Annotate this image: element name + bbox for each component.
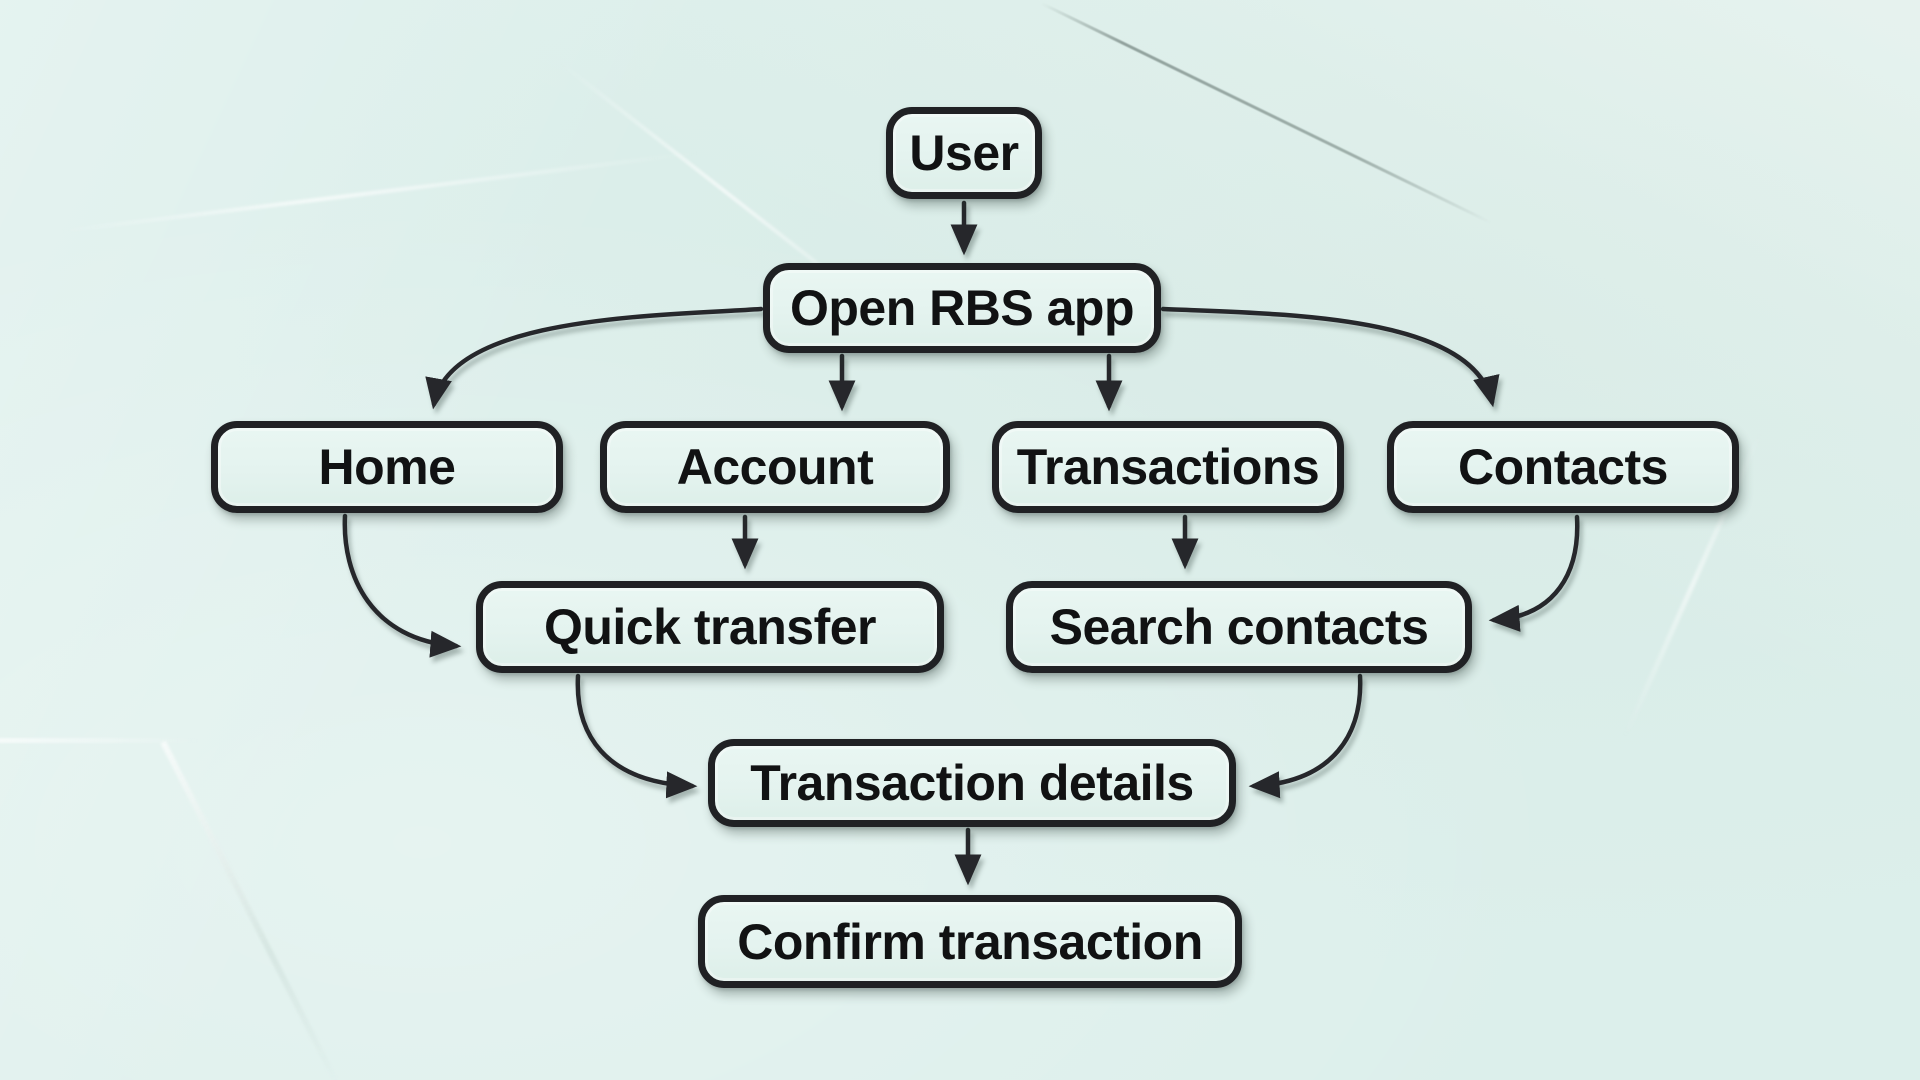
- node-label: Confirm transaction: [737, 913, 1203, 970]
- node-account: Account: [600, 421, 950, 513]
- node-user: User: [886, 107, 1042, 199]
- edge-contacts-to-search-contacts: [1488, 514, 1580, 632]
- node-contacts: Contacts: [1387, 421, 1739, 513]
- node-label: Transactions: [1016, 439, 1320, 495]
- node-home: Home: [211, 421, 563, 513]
- node-label: Open RBS app: [789, 280, 1135, 336]
- node-quick-transfer: Quick transfer: [476, 581, 944, 673]
- edge-open-rbs-app-to-contacts: [1160, 306, 1500, 408]
- node-label: Contacts: [1458, 439, 1668, 495]
- node-label: Search contacts: [1049, 599, 1429, 655]
- edge-open-rbs-app-to-home: [425, 306, 764, 410]
- node-transactions: Transactions: [992, 421, 1344, 513]
- node-label: Account: [676, 439, 874, 495]
- node-label: User: [909, 125, 1019, 181]
- edge-search-contacts-to-transaction-details: [1248, 673, 1363, 799]
- node-label: Transaction details: [750, 755, 1194, 811]
- node-open-rbs-app: Open RBS app: [763, 263, 1161, 353]
- node-search-contacts: Search contacts: [1006, 581, 1472, 673]
- edge-quick-transfer-to-transaction-details: [575, 673, 698, 799]
- node-confirm-transaction: Confirm transaction: [698, 895, 1242, 988]
- node-transaction-details: Transaction details: [708, 739, 1236, 827]
- edge-home-to-quick-transfer: [342, 513, 462, 658]
- node-label: Home: [318, 439, 456, 495]
- node-label: Quick transfer: [543, 599, 877, 655]
